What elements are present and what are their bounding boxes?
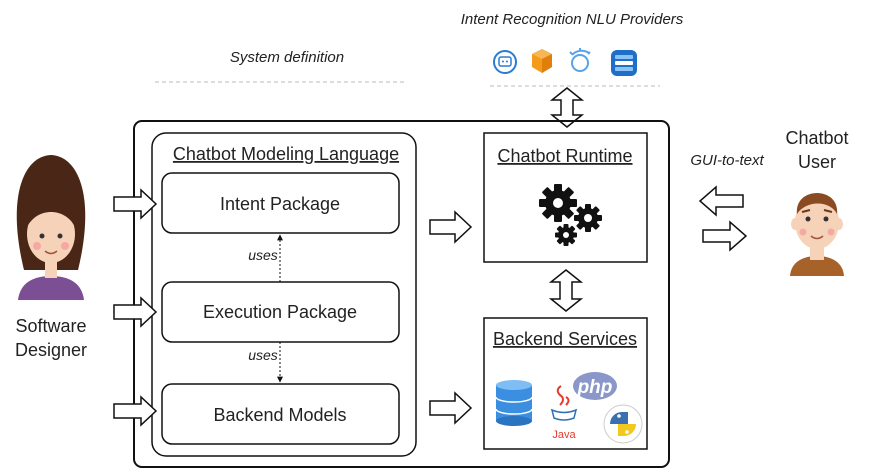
svg-text:Java: Java [552, 429, 576, 441]
modeling-language-title: Chatbot Modeling Language [173, 144, 399, 164]
system-definition-label: System definition [230, 49, 344, 66]
database-icon [495, 380, 533, 426]
svg-text:php: php [577, 377, 613, 398]
gui-to-text-label: GUI-to-text [690, 152, 764, 169]
dialogflow-icon [493, 50, 517, 74]
intent-package-box [161, 172, 400, 234]
runtime-title: Chatbot Runtime [497, 146, 632, 166]
system-frame [133, 120, 670, 468]
chatbot-user-avatar [790, 193, 844, 276]
java-icon: Java [550, 385, 578, 441]
user-label-line1: Chatbot [785, 128, 848, 148]
intent-package-label: Intent Package [220, 194, 340, 214]
providers-title: Intent Recognition NLU Providers [461, 11, 684, 28]
php-icon: php [573, 372, 617, 400]
runtime-backend-arrow [548, 269, 584, 312]
designer-arrow-execution [113, 296, 158, 328]
system-to-user-arrow [702, 220, 748, 252]
python-icon [603, 404, 643, 444]
designer-label-line1: Software [15, 316, 86, 336]
designer-arrow-backend [113, 395, 158, 427]
amazon-lex-icon [532, 49, 552, 73]
azure-luis-icon [611, 50, 637, 76]
designer-arrow-intent [113, 188, 158, 220]
ibm-watson-icon [569, 48, 591, 72]
gears-icon [539, 184, 602, 246]
language-runtime-arrow [429, 210, 473, 244]
backend-services-title: Backend Services [493, 329, 637, 349]
providers-runtime-arrow [549, 87, 585, 128]
user-label-line2: User [798, 152, 836, 172]
software-designer-avatar [16, 155, 86, 300]
user-to-system-arrow [698, 185, 744, 217]
uses-label-top: uses [248, 247, 278, 263]
uses-label-bottom: uses [248, 347, 278, 363]
execution-package-label: Execution Package [203, 302, 357, 322]
language-backend-arrow [429, 391, 473, 425]
backend-models-box [161, 383, 400, 445]
designer-label-line2: Designer [15, 340, 87, 360]
backend-models-label: Backend Models [213, 405, 346, 425]
